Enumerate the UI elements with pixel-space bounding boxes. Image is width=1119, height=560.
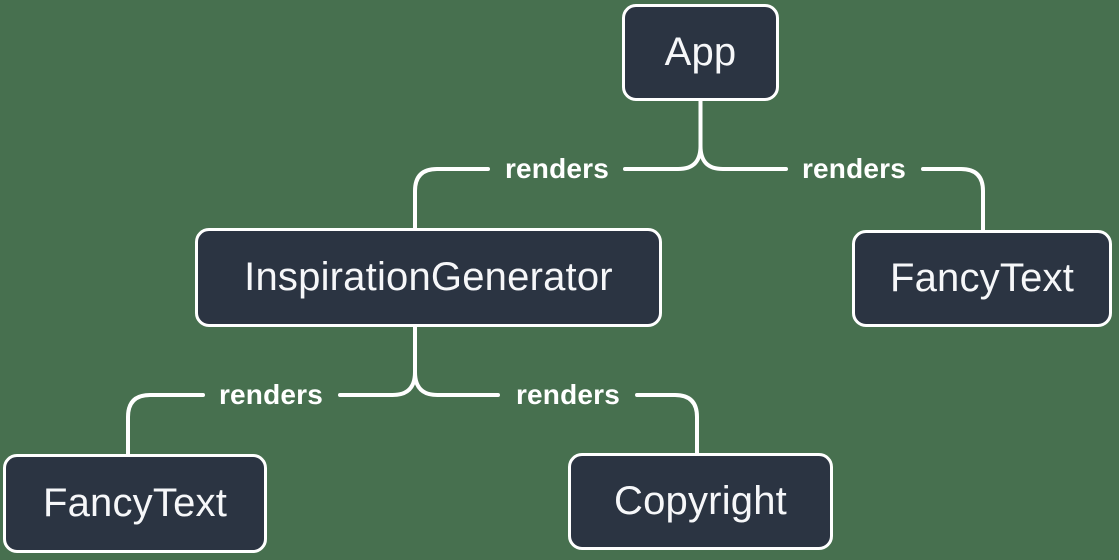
node-inspiration-generator-label: InspirationGenerator <box>244 255 613 299</box>
node-fancytext-bottom: FancyText <box>3 454 267 553</box>
edge-app-to-fancytext <box>698 144 985 232</box>
node-fancytext-top-label: FancyText <box>889 256 1075 300</box>
edge-label-inspirationgenerator-copyright: renders <box>515 379 621 410</box>
node-app-label: App <box>664 30 737 74</box>
node-fancytext-top: FancyText <box>852 230 1112 327</box>
edge-inspirationgenerator-to-copyright <box>413 370 699 455</box>
edge-label-app-fancytext: renders <box>801 153 907 184</box>
edge-label-inspirationgenerator-fancytext: renders <box>218 379 324 410</box>
node-copyright-label: Copyright <box>614 479 787 523</box>
node-app: App <box>622 4 779 101</box>
node-copyright: Copyright <box>568 453 833 550</box>
node-inspiration-generator: InspirationGenerator <box>195 228 662 327</box>
node-fancytext-bottom-label: FancyText <box>42 481 228 525</box>
edge-label-app-inspirationgenerator: renders <box>504 153 610 184</box>
